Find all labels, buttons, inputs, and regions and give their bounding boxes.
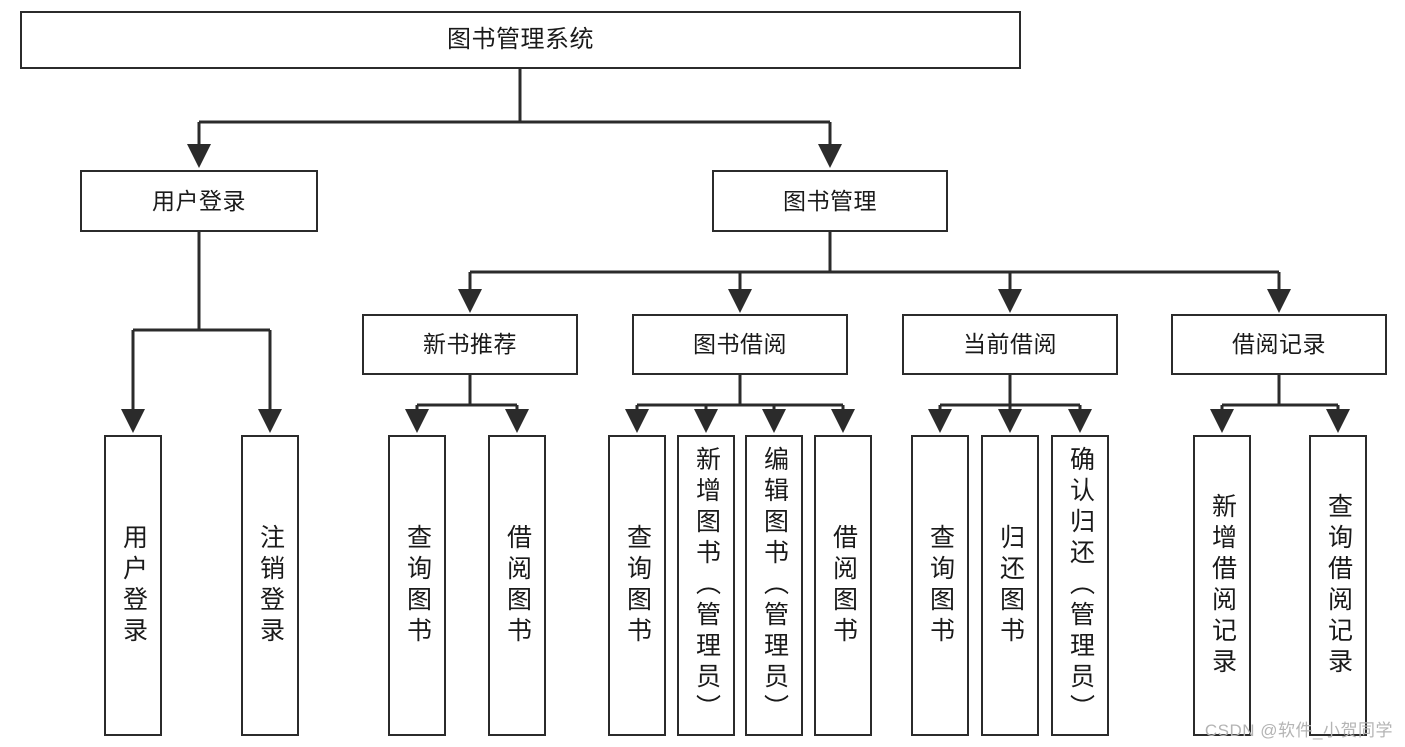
node-leaf-query-book-2-label: 查询图书	[623, 523, 652, 648]
node-leaf-edit-book-label: 编辑图书（管理员）	[760, 446, 789, 725]
node-leaf-add-record-label: 新增借阅记录	[1208, 492, 1237, 679]
node-book-borrow[interactable]: 图书借阅	[632, 314, 848, 375]
node-book-borrow-label: 图书借阅	[693, 331, 787, 358]
node-leaf-logout-label: 注销登录	[256, 523, 285, 648]
node-leaf-user-login[interactable]: 用户登录	[104, 435, 162, 736]
node-leaf-borrow-book-1-label: 借阅图书	[503, 523, 532, 648]
node-leaf-query-book-2[interactable]: 查询图书	[608, 435, 666, 736]
node-new-book-recommend-label: 新书推荐	[423, 331, 517, 358]
node-book-manage-label: 图书管理	[783, 187, 877, 214]
node-leaf-confirm-return[interactable]: 确认归还（管理员）	[1051, 435, 1109, 736]
node-current-borrow[interactable]: 当前借阅	[902, 314, 1118, 375]
node-borrow-record[interactable]: 借阅记录	[1171, 314, 1387, 375]
node-leaf-query-record-label: 查询借阅记录	[1324, 492, 1353, 679]
node-leaf-return-book-label: 归还图书	[996, 523, 1025, 648]
node-leaf-query-book-3[interactable]: 查询图书	[911, 435, 969, 736]
node-leaf-confirm-return-label: 确认归还（管理员）	[1066, 446, 1095, 725]
node-leaf-edit-book[interactable]: 编辑图书（管理员）	[745, 435, 803, 736]
node-user-login-label: 用户登录	[152, 187, 246, 214]
node-leaf-return-book[interactable]: 归还图书	[981, 435, 1039, 736]
node-current-borrow-label: 当前借阅	[963, 331, 1057, 358]
node-leaf-borrow-book-2[interactable]: 借阅图书	[814, 435, 872, 736]
node-root[interactable]: 图书管理系统	[20, 11, 1021, 69]
node-new-book-recommend[interactable]: 新书推荐	[362, 314, 578, 375]
node-leaf-add-book[interactable]: 新增图书（管理员）	[677, 435, 735, 736]
node-leaf-add-record[interactable]: 新增借阅记录	[1193, 435, 1251, 736]
node-user-login[interactable]: 用户登录	[80, 170, 318, 232]
node-leaf-query-book-1[interactable]: 查询图书	[388, 435, 446, 736]
node-leaf-user-login-label: 用户登录	[119, 523, 148, 648]
node-root-label: 图书管理系统	[447, 26, 594, 54]
watermark: CSDN @软件_小贺同学	[1204, 721, 1393, 740]
node-leaf-add-book-label: 新增图书（管理员）	[692, 446, 721, 725]
node-leaf-borrow-book-1[interactable]: 借阅图书	[488, 435, 546, 736]
node-book-manage[interactable]: 图书管理	[712, 170, 948, 232]
node-leaf-logout[interactable]: 注销登录	[241, 435, 299, 736]
node-leaf-borrow-book-2-label: 借阅图书	[829, 523, 858, 648]
node-borrow-record-label: 借阅记录	[1232, 331, 1326, 358]
node-leaf-query-book-3-label: 查询图书	[926, 523, 955, 648]
node-leaf-query-record[interactable]: 查询借阅记录	[1309, 435, 1367, 736]
node-leaf-query-book-1-label: 查询图书	[403, 523, 432, 648]
